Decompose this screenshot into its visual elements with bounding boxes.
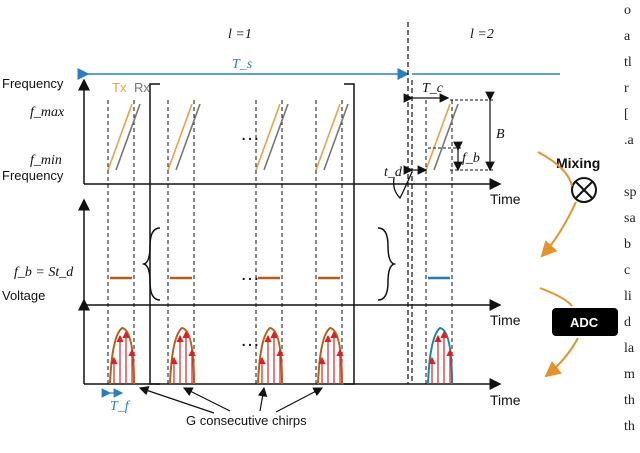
side-text-fragment: li xyxy=(624,289,632,304)
td-pointer xyxy=(392,171,413,200)
side-text-fragment: c xyxy=(624,263,630,278)
side-text-fragment: m xyxy=(624,367,635,382)
rx-ramp xyxy=(263,103,289,171)
label-fb-eq: f_b = St_d xyxy=(14,265,74,280)
side-text-fragment: tl xyxy=(624,55,632,70)
axis-frequency-mid: Frequency xyxy=(2,168,64,183)
side-text-fragment: th xyxy=(624,393,635,408)
axis-time-top: Time xyxy=(490,191,521,207)
dots-bot: … xyxy=(240,329,260,351)
side-text-fragment: th xyxy=(624,419,635,434)
label-b: B xyxy=(496,127,505,142)
consecutive-chirps-pointers xyxy=(138,386,324,414)
adc-box xyxy=(552,308,618,336)
tx-ramp xyxy=(315,103,341,171)
axis-frequency-top: Frequency xyxy=(2,76,64,91)
bracket-right xyxy=(344,83,355,385)
tx-ramp xyxy=(255,103,281,171)
label-ts: T_s xyxy=(232,57,253,72)
label-tf: T_f xyxy=(110,399,131,414)
tx-ramp xyxy=(167,103,193,171)
chirp-group xyxy=(107,100,459,385)
side-text-fragment: sp xyxy=(624,185,636,200)
label-consecutive-chirps: G consecutive chirps xyxy=(186,413,307,428)
rx-ramp xyxy=(175,103,201,171)
rx-ramp xyxy=(323,103,349,171)
side-text-fragment: d xyxy=(624,315,631,330)
label-fb: f_b xyxy=(462,151,480,166)
tx-ramp xyxy=(107,103,133,171)
adc-arrow-out xyxy=(544,337,579,378)
side-text-fragment: [ xyxy=(624,107,629,122)
side-text-fragment: a xyxy=(624,29,631,44)
axis-voltage: Voltage xyxy=(2,288,45,303)
brace-left xyxy=(141,227,161,301)
dots-mid: … xyxy=(240,263,260,285)
label-mixing: Mixing xyxy=(556,155,600,171)
side-text-fragment: sa xyxy=(624,211,636,226)
rx-ramp xyxy=(115,103,141,171)
axis-time-mid: Time xyxy=(490,312,521,328)
label-l2: l =2 xyxy=(470,27,494,42)
legend-rx: Rx xyxy=(134,80,150,95)
side-text-fragment: la xyxy=(624,341,635,356)
label-l1: l =1 xyxy=(228,27,252,42)
tx-ramp xyxy=(425,103,451,171)
side-text-fragment: o xyxy=(624,3,631,18)
label-tc: T_c xyxy=(422,81,444,96)
cropped-side-text: oa tl r [ .a sp sa bc li d la m th th xyxy=(624,3,636,434)
legend-tx: Tx xyxy=(112,80,127,95)
side-text-fragment: .a xyxy=(624,133,635,148)
dots-top: … xyxy=(240,123,260,145)
side-text-fragment: b xyxy=(624,237,631,252)
mixer-icon xyxy=(571,177,597,203)
bracket-left xyxy=(149,83,160,385)
brace-right xyxy=(377,227,397,301)
rx-ramp xyxy=(433,103,459,171)
label-fmin: f_min xyxy=(30,153,62,168)
label-adc: ADC xyxy=(570,315,599,330)
axis-time-bot: Time xyxy=(490,392,521,408)
label-td: t_d xyxy=(384,165,403,180)
side-text-fragment: r xyxy=(624,81,629,96)
adc-arrow-in xyxy=(539,287,573,307)
mixing-arrow-out xyxy=(540,201,577,258)
label-fmax: f_max xyxy=(30,105,65,120)
mixing-arrow-in xyxy=(537,151,573,187)
